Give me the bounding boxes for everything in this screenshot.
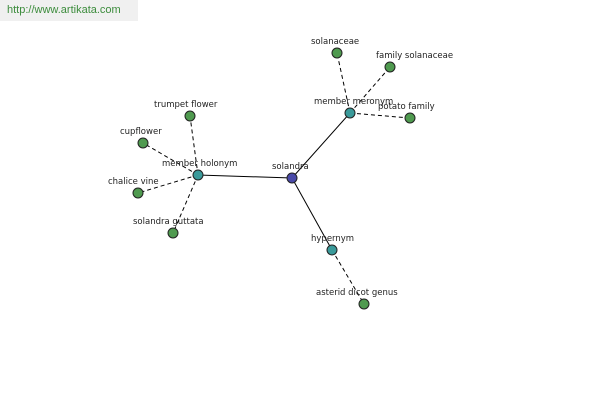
- label-hypernym[interactable]: hypernym: [311, 234, 354, 244]
- node-asterid-dicot-genus[interactable]: [358, 298, 370, 310]
- edge-member-holonym-solandra-guttata: [172, 174, 199, 234]
- node-trumpet-flower[interactable]: [184, 110, 196, 122]
- label-trumpet-flower[interactable]: trumpet flower: [154, 100, 218, 110]
- edge-hypernym-asterid-dicot-genus: [331, 249, 365, 305]
- edges-layer: [137, 52, 411, 305]
- label-chalice-vine[interactable]: chalice vine: [108, 177, 159, 187]
- node-cupflower[interactable]: [137, 137, 149, 149]
- edge-member-holonym-trumpet-flower: [189, 115, 199, 176]
- node-solandra-guttata[interactable]: [167, 227, 179, 239]
- edge-solandra-hypernym: [291, 177, 333, 251]
- edge-solandra-member-holonym: [197, 174, 293, 179]
- label-family-solanaceae[interactable]: family solanaceae: [376, 51, 453, 61]
- node-chalice-vine[interactable]: [132, 187, 144, 199]
- label-member-meronym[interactable]: member meronym: [314, 97, 393, 107]
- label-cupflower[interactable]: cupflower: [120, 127, 162, 137]
- edge-solandra-member-meronym: [291, 112, 351, 179]
- label-member-holonym[interactable]: member holonym: [162, 159, 237, 169]
- node-solandra[interactable]: [286, 172, 298, 184]
- node-member-meronym[interactable]: [344, 107, 356, 119]
- node-member-holonym[interactable]: [192, 169, 204, 181]
- node-solanaceae[interactable]: [331, 47, 343, 59]
- label-solanaceae[interactable]: solanaceae: [311, 37, 359, 47]
- url-banner: http://www.artikata.com: [0, 0, 138, 21]
- url-link[interactable]: http://www.artikata.com: [7, 4, 121, 16]
- labels-layer: solandra member holonym member meronym hype…: [108, 37, 453, 298]
- label-asterid-dicot-genus[interactable]: asterid dicot genus: [316, 288, 398, 298]
- nodes-layer: [132, 47, 416, 310]
- edge-member-holonym-cupflower: [142, 142, 199, 176]
- edge-member-holonym-chalice-vine: [137, 174, 199, 194]
- label-solandra-guttata[interactable]: solandra guttata: [133, 217, 204, 227]
- node-family-solanaceae[interactable]: [384, 61, 396, 73]
- edge-member-meronym-solanaceae: [336, 52, 351, 114]
- label-potato-family[interactable]: potato family: [378, 102, 435, 112]
- edge-member-meronym-potato-family: [349, 112, 411, 119]
- node-hypernym[interactable]: [326, 244, 338, 256]
- label-solandra[interactable]: solandra: [272, 162, 309, 172]
- node-potato-family[interactable]: [404, 112, 416, 124]
- edge-member-meronym-family-solanaceae: [349, 66, 391, 114]
